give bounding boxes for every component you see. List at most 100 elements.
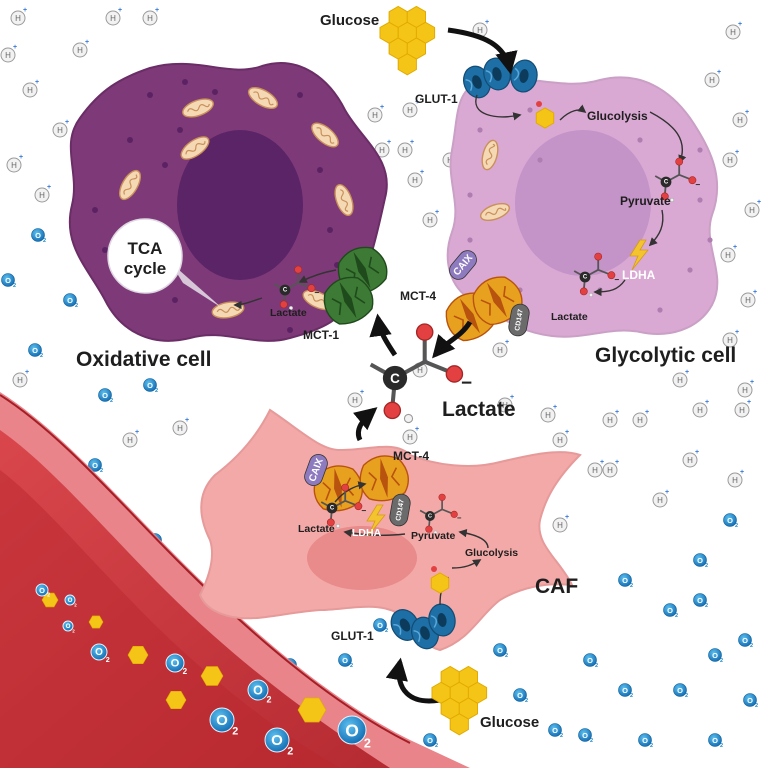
proton-icon: H+ [52, 119, 69, 138]
svg-text:+: + [35, 79, 39, 86]
caix-protein: CAIX [449, 250, 477, 280]
proton-icon: H+ [737, 379, 754, 398]
mct1-transporter [323, 276, 374, 325]
proton-icon: H+ [704, 69, 721, 88]
vesicle-dot [327, 227, 333, 233]
svg-text:+: + [553, 404, 557, 411]
proton-icon: H+ [407, 169, 424, 188]
proton-icon: H+ [122, 429, 139, 448]
oxygen-icon: O2 [513, 688, 528, 704]
proton-icon: H+ [652, 489, 669, 508]
mitochondrion-icon [247, 86, 279, 110]
mitochondrion-icon [334, 184, 354, 216]
mct4-transporter [313, 465, 364, 512]
oxygen-subscript: 2 [232, 725, 238, 737]
glucose-icon [165, 691, 187, 709]
oxygen-icon: O2 [337, 715, 371, 750]
arrow-glycolysis-to-pyruvate-caf [458, 528, 489, 549]
arrow-pyruvate-to-lactate-caf [343, 528, 406, 538]
proton-icon: H+ [552, 429, 569, 448]
vesicle-dot [697, 197, 703, 203]
mitochondrion-icon [311, 122, 339, 148]
arrow-glycolysis-to-pyruvate [649, 111, 687, 164]
arrow-g6p-to-glycolysis [559, 104, 587, 121]
caf-membrane [198, 408, 582, 652]
oxygen-subscript: 2 [287, 745, 293, 757]
oxygen-subscript: 2 [100, 468, 103, 474]
arrow-caf-to-lactate [352, 407, 378, 442]
oxygen-subscript: 2 [266, 695, 271, 705]
proton-symbol: H [737, 116, 743, 125]
proton-symbol: H [17, 376, 23, 385]
carbon-symbol: C [583, 274, 588, 280]
glycolytic-cell-label: Glycolytic cell [595, 344, 736, 367]
oxygen-subscript: 2 [106, 655, 110, 664]
oxygen-subscript: 2 [183, 667, 188, 676]
proton-symbol: H [77, 46, 83, 55]
caf-label: CAF [535, 575, 578, 598]
vesicle-dot [477, 127, 483, 133]
oxygen-icon: O2 [31, 228, 46, 244]
proton-symbol: H [732, 476, 738, 485]
charge-symbol: − [461, 373, 472, 394]
oxygen-icon: O2 [165, 653, 188, 676]
proton-icon: H+ [744, 199, 761, 218]
glucose-cluster-top [379, 5, 436, 76]
oxygen-subscript: 2 [350, 663, 353, 669]
oxygen-symbol: O [587, 656, 593, 665]
glut1-top-label: GLUT-1 [415, 92, 458, 106]
oxidative-nucleus [177, 130, 303, 280]
proton-icon: H+ [402, 99, 419, 118]
arrow-glut1-to-glucose6p [475, 94, 522, 121]
oxygen-subscript: 2 [505, 653, 508, 659]
vesicle-dot [92, 207, 98, 213]
svg-text:+: + [118, 7, 122, 14]
svg-text:+: + [753, 289, 757, 296]
oxygen-symbol: O [667, 606, 673, 615]
proton-symbol: H [497, 346, 503, 355]
caf-nucleus [307, 526, 417, 590]
proton-symbol: H [592, 466, 598, 475]
proton-symbol: H [725, 251, 731, 260]
oxygen-icon: O2 [708, 648, 723, 664]
proton-icon: H+ [672, 369, 689, 388]
oxygen-subscript: 2 [735, 523, 738, 529]
proton-symbol: H [607, 416, 613, 425]
proton-symbol: H [177, 424, 183, 433]
oxygen-icon: O2 [583, 653, 598, 669]
glucose-phosphate-icon [535, 101, 555, 129]
vesicle-dot [467, 237, 473, 243]
oxygen-symbol: O [677, 686, 683, 695]
proton-icon: H+ [367, 104, 384, 123]
oxygen-icon: O2 [723, 513, 738, 529]
ldha-caf-label: LDHA [352, 527, 382, 539]
svg-text:+: + [747, 399, 751, 406]
proton-icon: H+ [172, 417, 189, 436]
oxygen-subscript: 2 [385, 628, 388, 634]
oxygen-symbol: O [35, 231, 41, 240]
glucose-icon [200, 666, 224, 686]
proton-symbol: H [127, 436, 133, 445]
lactate-glycolytic-label: Lactate [551, 311, 588, 323]
vesicle-dot [172, 297, 178, 303]
glycolytic-nucleus [515, 130, 651, 276]
vesicle-dot [147, 92, 153, 98]
svg-text:+: + [705, 399, 709, 406]
svg-text:+: + [25, 369, 29, 376]
oxygen-symbol: O [345, 721, 359, 741]
proton-icon: H+ [734, 399, 751, 418]
lactate-molecule-glycolytic: C− [573, 252, 619, 298]
glut1-transporter [428, 603, 456, 637]
proton-symbol: H [477, 26, 483, 35]
mct4-transporter [359, 455, 410, 502]
oxygen-icon: O2 [64, 594, 77, 607]
arrow-g6p-to-glycolysis-caf [451, 559, 482, 569]
mitochondrion-icon [182, 98, 214, 118]
glycolytic-cell [446, 76, 719, 338]
mitochondrion-icon [118, 169, 142, 201]
oxygen-icon: O2 [638, 733, 653, 749]
svg-text:+: + [85, 39, 89, 46]
charge-symbol: − [361, 505, 366, 515]
cd147-protein: CD147 [508, 303, 530, 337]
